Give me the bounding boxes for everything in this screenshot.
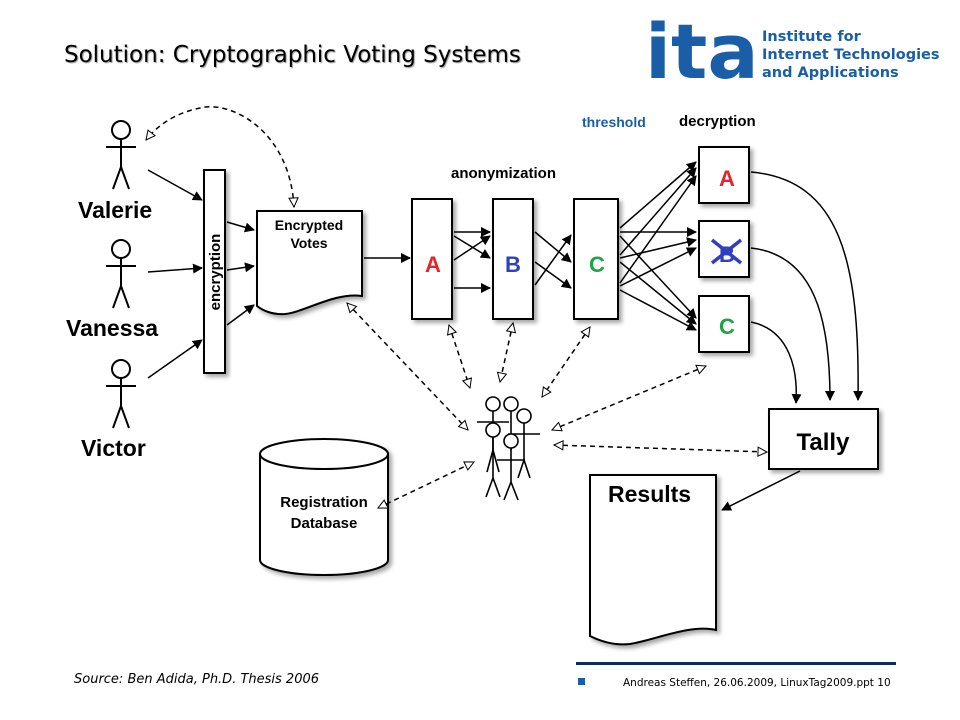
slide-title: Solution: Cryptographic Voting Systems — [64, 42, 521, 68]
footer-text: Andreas Steffen, 26.06.2009, LinuxTag200… — [623, 677, 891, 689]
tally-box — [768, 408, 879, 470]
decryption-fan-arrows — [619, 161, 697, 331]
threshold-label: threshold — [582, 114, 646, 130]
voter-arrows — [147, 169, 203, 379]
logo-line-1: Institute for — [762, 29, 861, 45]
results-document — [589, 474, 717, 646]
mix-arrows — [453, 227, 572, 293]
logo-line-2: Internet Technologies — [762, 47, 940, 63]
trustee-c — [698, 295, 750, 353]
voter-figure-valerie — [106, 120, 136, 190]
mixer-a-label: A — [425, 252, 441, 277]
voter-name-vanessa: Vanessa — [66, 315, 158, 341]
logo-mark-text: ita — [645, 14, 757, 86]
encrypted-votes-label-line2: Votes — [290, 235, 327, 251]
encrypted-votes-label-line1: Encrypted — [275, 217, 343, 233]
footer-bullet-icon — [578, 678, 585, 685]
mixer-b-label: B — [505, 252, 521, 277]
voter-figure-victor — [106, 359, 136, 429]
trustee-c-label: C — [719, 314, 735, 339]
voter-figure-vanessa — [106, 239, 136, 309]
results-label: Results — [608, 481, 691, 507]
voter-name-victor: Victor — [81, 435, 146, 461]
encrypted-votes-document — [256, 210, 363, 316]
tally-curves — [750, 171, 864, 404]
mixer-a — [411, 198, 453, 320]
database-label-line2: Database — [291, 515, 358, 532]
source-citation: Source: Ben Adida, Ph.D. Thesis 2006 — [74, 672, 320, 687]
anonymization-label: anonymization — [451, 165, 556, 182]
verification-arrows — [347, 303, 767, 508]
mixer-c-label: C — [589, 252, 605, 277]
observers-group — [477, 396, 540, 501]
footer-rule — [576, 662, 896, 665]
trustee-a-label: A — [719, 166, 735, 191]
tally-label: Tally — [797, 429, 851, 456]
encryption-label: encryption — [207, 234, 224, 311]
decryption-label: decryption — [679, 113, 756, 130]
mixer-c — [573, 198, 619, 320]
ita-logo: ita — [645, 14, 757, 86]
trustee-a — [698, 146, 750, 204]
registration-database — [259, 438, 389, 576]
trustee-b — [698, 220, 750, 278]
logo-line-3: and Applications — [762, 65, 899, 81]
verification-curve — [146, 106, 294, 207]
database-label-line1: Registration — [280, 494, 368, 511]
mixer-b — [492, 198, 534, 320]
trustee-b-cross-icon — [710, 238, 743, 265]
voter-name-valerie: Valerie — [78, 197, 152, 223]
